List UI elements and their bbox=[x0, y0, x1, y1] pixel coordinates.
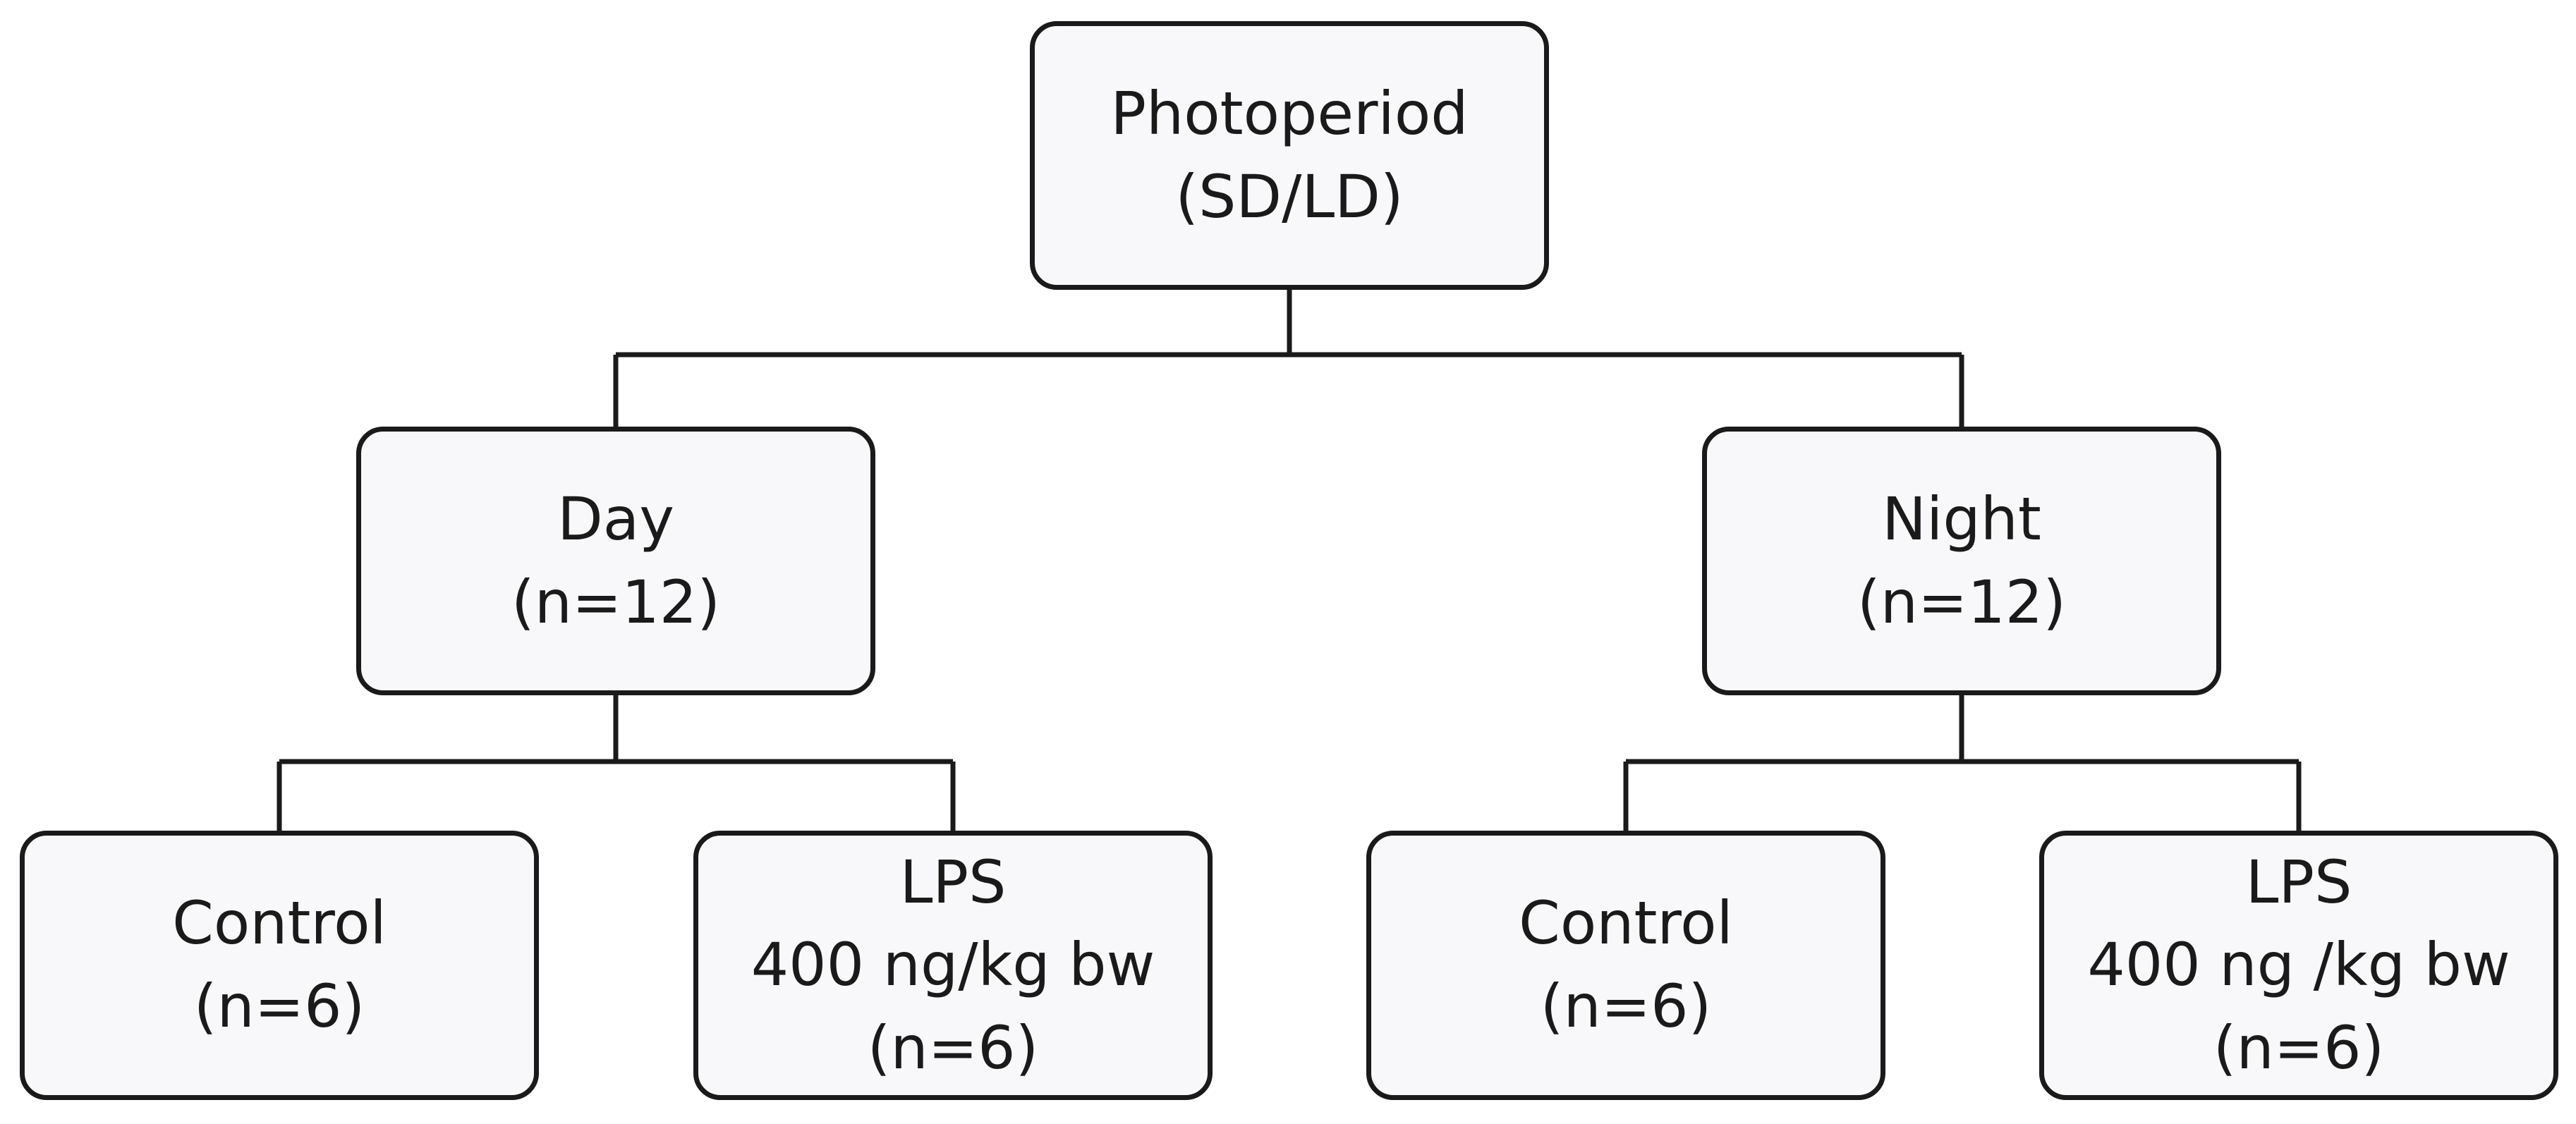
night-lps-dose: 400 ng /kg bw bbox=[2087, 930, 2510, 1000]
day-lps-dose: 400 ng/kg bw bbox=[751, 930, 1155, 1000]
night-count: (n=12) bbox=[1857, 567, 2067, 637]
day-lps-node: LPS 400 ng/kg bw (n=6) bbox=[693, 831, 1213, 1100]
day-title: Day bbox=[557, 484, 674, 554]
night-control-node: Control (n=6) bbox=[1366, 831, 1885, 1100]
photoperiod-title: Photoperiod bbox=[1110, 78, 1469, 148]
photoperiod-node: Photoperiod (SD/LD) bbox=[1030, 21, 1549, 290]
day-lps-title: LPS bbox=[899, 847, 1007, 917]
night-lps-node: LPS 400 ng /kg bw (n=6) bbox=[2039, 831, 2558, 1100]
day-node: Day (n=12) bbox=[356, 427, 875, 695]
day-lps-count: (n=6) bbox=[867, 1013, 1039, 1082]
night-control-title: Control bbox=[1519, 888, 1733, 958]
night-control-count: (n=6) bbox=[1540, 972, 1712, 1041]
day-control-node: Control (n=6) bbox=[20, 831, 539, 1100]
night-lps-count: (n=6) bbox=[2213, 1013, 2385, 1082]
day-control-title: Control bbox=[172, 888, 387, 958]
night-lps-title: LPS bbox=[2245, 847, 2352, 917]
photoperiod-subtitle: (SD/LD) bbox=[1175, 161, 1404, 231]
night-node: Night (n=12) bbox=[1702, 427, 2221, 695]
night-title: Night bbox=[1882, 484, 2041, 554]
day-count: (n=12) bbox=[511, 567, 721, 637]
day-control-count: (n=6) bbox=[193, 972, 365, 1041]
